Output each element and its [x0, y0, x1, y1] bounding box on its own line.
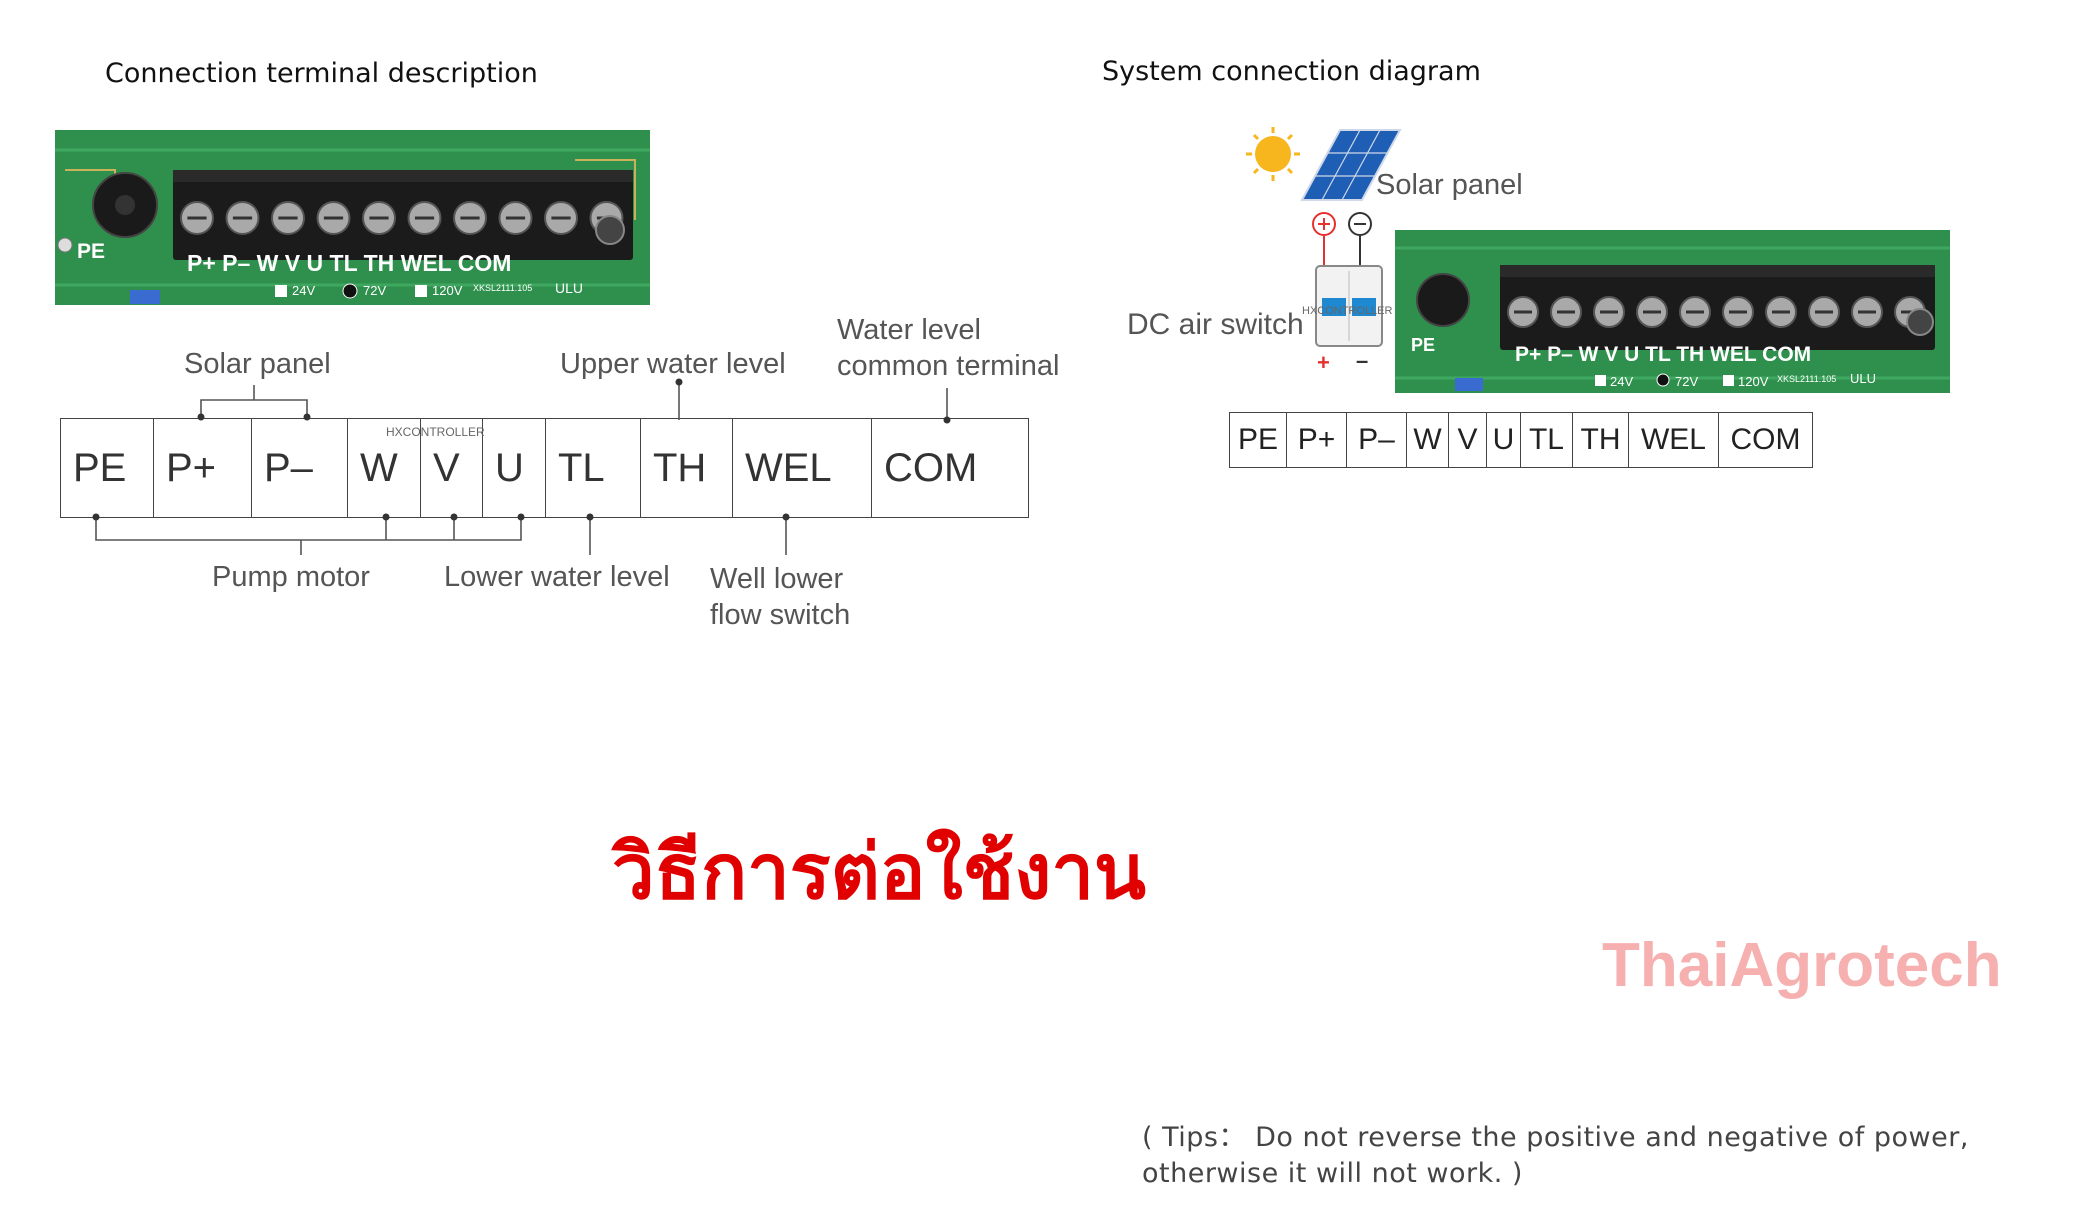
dot-p-minus	[303, 413, 311, 421]
thai-title: วิธีการต่อใช้งาน	[612, 827, 1147, 916]
dot-u	[517, 513, 525, 521]
negative-icon	[1348, 212, 1372, 236]
board-volt-120-right: 120V	[1738, 374, 1769, 389]
terminal-5-right: U	[1486, 412, 1521, 468]
dot-wel	[782, 513, 790, 521]
terminal-1-right: P+	[1286, 412, 1347, 468]
terminal-4-right: V	[1448, 412, 1487, 468]
solar-panel-icon	[1246, 127, 1402, 201]
hxcontroller-watermark: HXCONTROLLER	[386, 425, 485, 439]
terminal-2-right: P–	[1346, 412, 1407, 468]
dot-tl	[586, 513, 594, 521]
left-heading: Connection terminal description	[105, 58, 538, 89]
label-pump-motor: Pump motor	[212, 561, 370, 593]
controller-board-photo-left: PE P+ P– W V U TL TH WEL COM 24V 72V 120…	[55, 130, 650, 305]
terminal-1-left: P+	[153, 418, 252, 518]
terminal-3-left: W	[347, 418, 421, 518]
label-dc-air-switch: DC air switch	[1127, 308, 1304, 341]
thaiagrotech-watermark: ThaiAgrotech	[1602, 931, 2002, 1000]
tips-note: ( Tips： Do not reverse the positive and …	[1142, 1122, 1969, 1189]
terminal-wiring-left	[92, 378, 951, 555]
board-volt-120: 120V	[432, 283, 463, 298]
polarity-symbols	[1312, 212, 1372, 236]
terminal-0-right: PE	[1229, 412, 1287, 468]
switch-plus-symbol: +	[1317, 350, 1330, 375]
dot-w	[382, 513, 390, 521]
label-lower-water-level: Lower water level	[444, 561, 670, 593]
board-ul-mark-right: ULU	[1850, 371, 1877, 386]
label-water-level-common: Water level common terminal	[837, 314, 1060, 382]
terminal-7-left: TH	[640, 418, 733, 518]
board-illustration-left	[55, 130, 650, 305]
terminal-2-left: P–	[251, 418, 348, 518]
board-illustration-right	[1395, 230, 1950, 393]
dot-pe	[92, 513, 100, 521]
right-heading: System connection diagram	[1102, 56, 1481, 87]
terminal-8-left: WEL	[732, 418, 872, 518]
board-volt-24-right: 24V	[1610, 374, 1634, 389]
terminal-6-right: TL	[1520, 412, 1573, 468]
label-right-solar-panel: Solar panel	[1376, 169, 1523, 201]
board-ul-mark: ULU	[555, 280, 584, 296]
board-terminal-labels-right: P+ P– W V U TL TH WEL COM	[1515, 343, 1812, 366]
terminal-9-right: COM	[1718, 412, 1813, 468]
terminal-0-left: PE	[60, 418, 154, 518]
board-volt-72: 72V	[363, 283, 387, 298]
board-pe-label-right: PE	[1411, 335, 1436, 355]
label-well-lower-flow-switch: Well lower flow switch	[710, 563, 851, 631]
board-terminal-labels: P+ P– W V U TL TH WEL COM	[187, 250, 512, 276]
terminal-3-right: W	[1406, 412, 1449, 468]
dot-th	[675, 378, 683, 386]
positive-icon	[1312, 212, 1336, 236]
dot-v	[450, 513, 458, 521]
sun-icon	[1246, 127, 1300, 181]
board-model: XKSL2111.105	[473, 283, 533, 293]
dc-air-switch-icon	[1315, 236, 1383, 347]
terminal-7-right: TH	[1572, 412, 1629, 468]
dot-com	[943, 416, 951, 424]
terminal-8-right: WEL	[1628, 412, 1719, 468]
switch-watermark: HXCONTROLLER	[1302, 305, 1393, 317]
switch-minus-symbol: –	[1356, 348, 1369, 373]
board-pe-label: PE	[77, 240, 106, 263]
controller-board-photo-right: PE P+ P– W V U TL TH WEL COM 24V 72V 120…	[1395, 230, 1950, 393]
terminal-6-left: TL	[545, 418, 641, 518]
board-model-right: XKSL2111.105	[1777, 374, 1837, 384]
water-system-illustration	[0, 0, 1100, 1210]
terminal-9-left: COM	[871, 418, 1029, 518]
label-upper-water-level: Upper water level	[560, 348, 786, 380]
dot-p-plus	[197, 413, 205, 421]
label-solar-panel: Solar panel	[184, 348, 331, 380]
board-volt-72-right: 72V	[1675, 374, 1699, 389]
board-volt-24: 24V	[292, 283, 316, 298]
